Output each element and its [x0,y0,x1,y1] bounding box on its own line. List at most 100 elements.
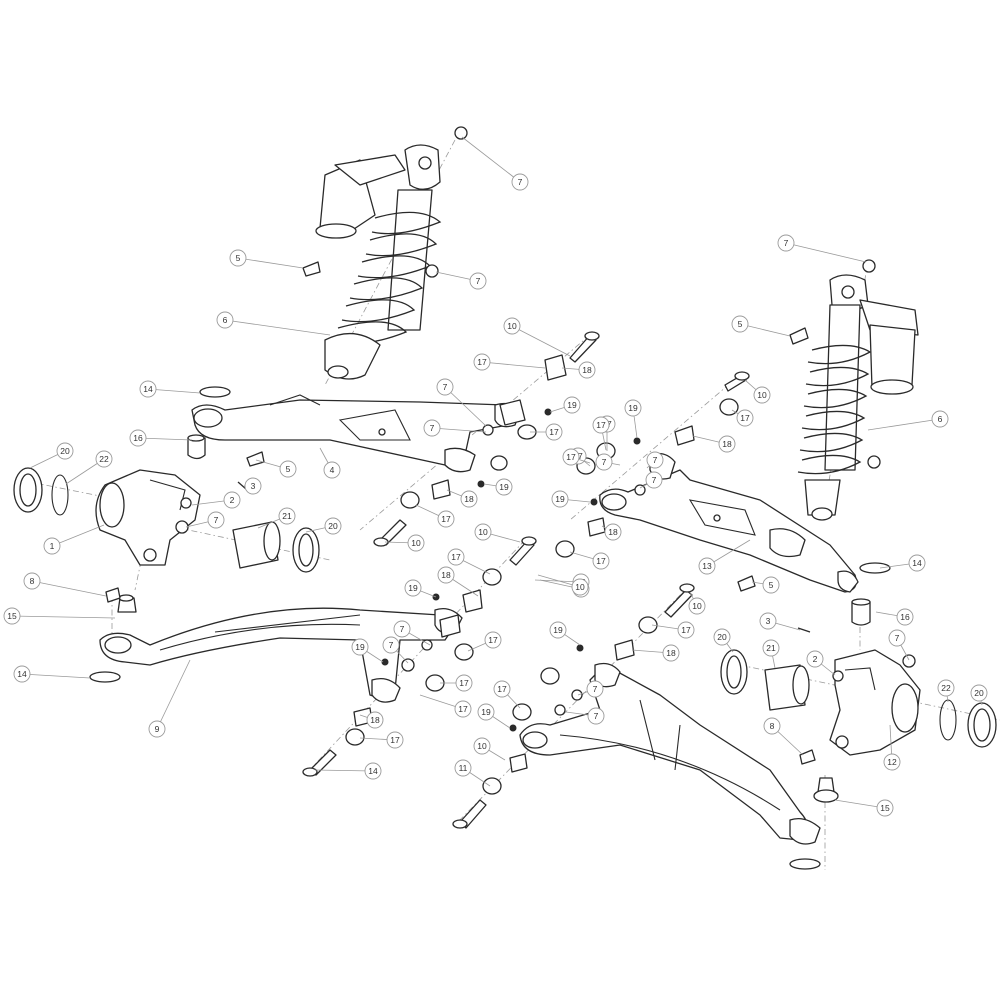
callout-number: 13 [702,561,712,571]
callout-leader-line [444,386,487,427]
callout-18: 18 [446,489,478,508]
callout-11: 11 [454,759,491,787]
callout-number: 14 [912,558,922,568]
lower-left-control-arm [99,607,463,703]
callout-7: 7 [565,707,605,725]
callout-bubble [454,700,472,718]
callout-bubble [3,607,21,625]
callout-bubble [931,410,949,428]
callout-number: 19 [499,482,509,492]
callout-leader-line [314,769,374,772]
callout-number: 19 [628,403,638,413]
callout-bubble [604,523,622,541]
callout-19: 19 [477,703,511,729]
callout-leader-line [739,323,791,337]
callout-bubble [937,679,955,697]
callout-bubble [587,707,605,725]
callout-bubble [454,759,472,777]
callout-number: 17 [441,514,451,524]
callout-number: 17 [566,452,576,462]
callout-bubble [223,491,241,509]
callout-6: 6 [867,410,949,431]
callout-2: 2 [191,491,241,509]
callout-bubble [624,399,642,417]
callout-12: 12 [883,724,901,771]
callout-20: 20 [713,628,734,653]
callout-7: 7 [461,136,529,191]
callout-number: 5 [286,464,291,474]
callout-bubble [549,621,567,639]
callout-number: 20 [717,632,727,642]
callout-number: 10 [477,741,487,751]
callout-22: 22 [937,679,955,703]
left-shock-absorber [315,144,442,380]
callout-22: 22 [65,450,113,485]
callout-18: 18 [437,566,479,597]
callout-number: 17 [497,684,507,694]
callout-bubble [777,234,795,252]
callout-15: 15 [834,799,894,817]
callout-bubble [888,629,906,647]
callout-number: 10 [411,538,421,548]
callout-7: 7 [435,271,487,290]
callout-bubble [423,419,441,437]
callout-19: 19 [549,621,581,646]
callout-bubble [473,353,491,371]
callout-number: 15 [880,803,890,813]
callout-bubble [436,378,454,396]
callout-20: 20 [970,684,988,706]
callout-number: 22 [99,454,109,464]
callout-17: 17 [569,551,610,570]
callout-bubble [23,572,41,590]
callout-number: 17 [549,427,559,437]
callout-number: 18 [464,494,474,504]
callout-bubble [753,386,771,404]
callout-6: 6 [216,311,331,336]
callout-19: 19 [551,490,591,508]
callout-3: 3 [759,612,801,631]
callout-number: 16 [133,433,143,443]
callout-number: 19 [481,707,491,717]
fasteners [105,126,916,829]
callout-18: 18 [692,435,736,453]
callout-bubble [366,711,384,729]
callout-bubble [698,557,716,575]
callout-17: 17 [592,416,610,451]
callout-number: 7 [602,457,607,467]
callout-bubble [563,396,581,414]
callout-16: 16 [129,429,193,447]
callout-number: 1 [50,541,55,551]
callout-9: 9 [148,659,191,738]
callout-bubble [586,680,604,698]
callout-14: 14 [139,380,201,398]
callout-18: 18 [561,361,596,379]
callout-17: 17 [562,448,591,466]
callout-number: 7 [895,633,900,643]
callout-bubble [718,435,736,453]
callout-bubble [592,416,610,434]
callout-number: 8 [30,576,35,586]
callout-bubble [759,612,777,630]
callout-number: 17 [596,420,606,430]
callout-number: 10 [757,390,767,400]
callout-19: 19 [483,478,513,496]
callout-number: 3 [251,481,256,491]
callout-bubble [393,620,411,638]
callout-leader-line [11,615,116,619]
callout-20: 20 [29,442,74,469]
callout-number: 15 [7,611,17,621]
callout-14: 14 [13,665,91,683]
callout-bubble [139,380,157,398]
callout-8: 8 [23,572,107,597]
callout-bubble [351,638,369,656]
callout-7: 7 [185,511,225,529]
callout-17: 17 [359,731,404,749]
callout-bubble [677,621,695,639]
callout-1: 1 [43,524,105,555]
callout-bubble [477,703,495,721]
callout-number: 20 [328,521,338,531]
callout-number: 19 [355,642,365,652]
callout-5: 5 [229,249,304,269]
callout-number: 16 [900,612,910,622]
upper-right-control-arm [599,452,859,593]
